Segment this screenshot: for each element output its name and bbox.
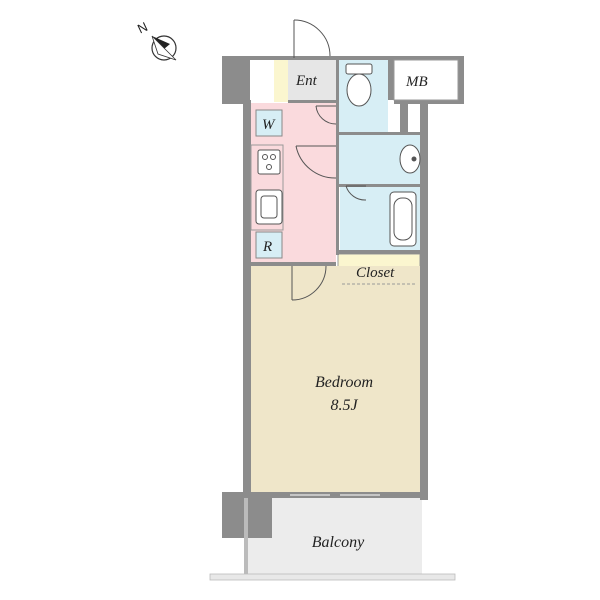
stove-icon xyxy=(257,149,281,175)
entrance-floor xyxy=(288,60,336,103)
entrance-door[interactable] xyxy=(293,19,331,58)
entrance-label: Ent xyxy=(295,73,318,89)
meter-box-label: MB xyxy=(405,74,428,90)
fridge-space xyxy=(255,231,283,259)
washer-space xyxy=(255,109,283,137)
meter-box-area xyxy=(393,59,459,101)
balcony-label: Balcony xyxy=(312,534,365,551)
north-label: N xyxy=(135,19,150,37)
kitchen-sink-icon xyxy=(255,189,283,225)
bedroom-floor xyxy=(251,266,421,492)
washer-label: W xyxy=(262,117,276,133)
balcony-divider xyxy=(244,498,248,574)
entry-step xyxy=(274,60,288,102)
balcony-rail xyxy=(209,573,456,581)
bedroom-label: Bedroom xyxy=(315,374,373,391)
north-arrow-icon xyxy=(151,35,177,61)
closet-label: Closet xyxy=(356,265,395,281)
counter xyxy=(250,144,284,231)
bathroom-door[interactable] xyxy=(345,185,367,201)
toilet-door[interactable] xyxy=(315,105,337,125)
toilet-icon xyxy=(345,63,373,107)
refrigerator-label: R xyxy=(262,239,272,255)
bathtub-icon xyxy=(389,191,417,247)
sink-icon xyxy=(399,144,421,174)
bedroom-size: 8.5J xyxy=(330,397,358,414)
bedroom-door[interactable] xyxy=(291,265,327,301)
balcony-floor xyxy=(248,498,422,574)
interior-door[interactable] xyxy=(295,145,337,179)
compass: N xyxy=(135,19,177,61)
